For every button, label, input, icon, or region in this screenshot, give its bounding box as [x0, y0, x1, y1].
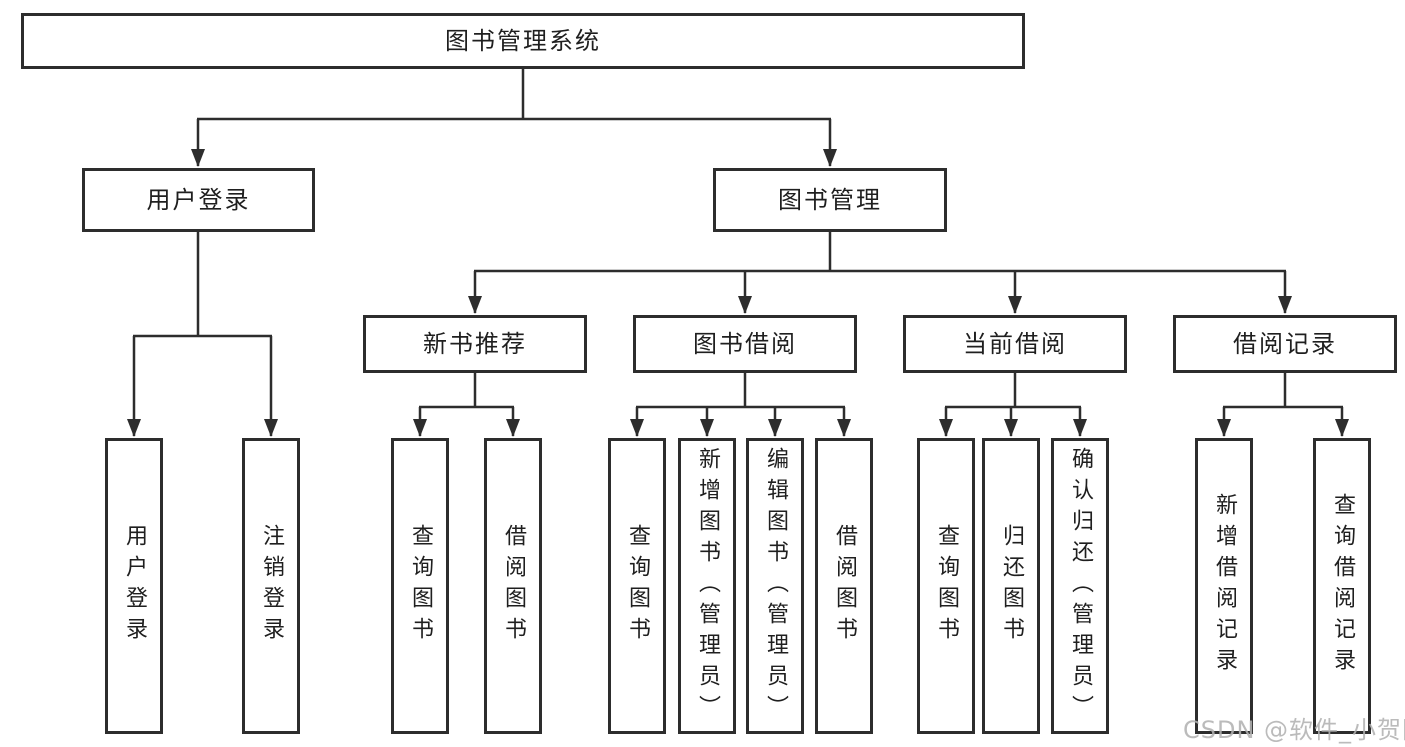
- leaf-user-login-label: 用户登录: [122, 524, 147, 648]
- csdn-watermark: CSDN @软件_小贺同学: [1183, 716, 1405, 744]
- leaf-logout: 注销登录: [242, 438, 300, 734]
- leaf-query-books-recommend: 查询图书: [391, 438, 449, 734]
- leaf-borrow-books-recommend: 借阅图书: [484, 438, 542, 734]
- leaf-query-borrow-record: 查询借阅记录: [1313, 438, 1371, 734]
- leaf-add-book-admin-label: 新增图书（管理员）: [695, 446, 720, 726]
- node-book-management: 图书管理: [713, 168, 947, 232]
- leaf-query-books-borrow-label: 查询图书: [625, 524, 650, 648]
- node-new-book-recommend-label: 新书推荐: [423, 330, 527, 358]
- leaf-add-borrow-record: 新增借阅记录: [1195, 438, 1253, 734]
- node-current-borrow: 当前借阅: [903, 315, 1127, 373]
- leaf-query-books-current: 查询图书: [917, 438, 975, 734]
- leaf-return-book: 归还图书: [982, 438, 1040, 734]
- node-user-login: 用户登录: [82, 168, 315, 232]
- node-book-borrow-label: 图书借阅: [693, 330, 797, 358]
- leaf-query-borrow-record-label: 查询借阅记录: [1330, 493, 1355, 679]
- node-root: 图书管理系统: [21, 13, 1025, 69]
- leaf-query-books-borrow: 查询图书: [608, 438, 666, 734]
- node-borrow-records: 借阅记录: [1173, 315, 1397, 373]
- node-book-borrow: 图书借阅: [633, 315, 857, 373]
- leaf-logout-label: 注销登录: [259, 524, 284, 648]
- leaf-query-books-current-label: 查询图书: [934, 524, 959, 648]
- leaf-return-book-label: 归还图书: [999, 524, 1024, 648]
- node-new-book-recommend: 新书推荐: [363, 315, 587, 373]
- leaf-confirm-return-admin-label: 确认归还（管理员）: [1068, 446, 1093, 726]
- leaf-user-login: 用户登录: [105, 438, 163, 734]
- leaf-confirm-return-admin: 确认归还（管理员）: [1051, 438, 1109, 734]
- node-current-borrow-label: 当前借阅: [963, 330, 1067, 358]
- leaf-query-books-recommend-label: 查询图书: [408, 524, 433, 648]
- leaf-add-book-admin: 新增图书（管理员）: [678, 438, 736, 734]
- leaf-edit-book-admin: 编辑图书（管理员）: [746, 438, 804, 734]
- node-borrow-records-label: 借阅记录: [1233, 330, 1337, 358]
- leaf-borrow-books: 借阅图书: [815, 438, 873, 734]
- node-book-management-label: 图书管理: [778, 186, 882, 214]
- node-user-login-label: 用户登录: [146, 186, 251, 214]
- node-root-label: 图书管理系统: [445, 27, 601, 55]
- leaf-borrow-books-recommend-label: 借阅图书: [501, 524, 526, 648]
- leaf-edit-book-admin-label: 编辑图书（管理员）: [763, 446, 788, 726]
- leaf-borrow-books-label: 借阅图书: [832, 524, 857, 648]
- leaf-add-borrow-record-label: 新增借阅记录: [1212, 493, 1237, 679]
